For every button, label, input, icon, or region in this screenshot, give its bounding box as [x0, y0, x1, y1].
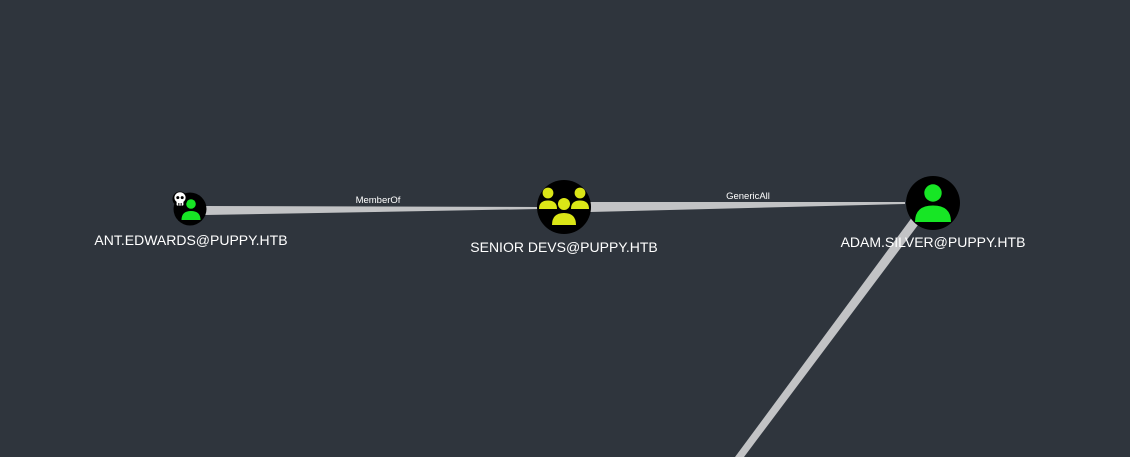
edge-genericall-label: GenericAll — [726, 191, 770, 202]
edge-memberof-label: MemberOf — [356, 195, 401, 206]
node-ant-edwards-label: ANT.EDWARDS@PUPPY.HTB — [94, 232, 287, 248]
edge-memberof-line[interactable] — [205, 206, 540, 215]
edge-genericall-line[interactable] — [590, 202, 905, 212]
skull-icon — [172, 191, 188, 207]
edge-memberof[interactable]: MemberOf — [205, 195, 540, 215]
node-ant-edwards[interactable]: ANT.EDWARDS@PUPPY.HTB — [94, 191, 288, 249]
node-senior-devs-label: SENIOR DEVS@PUPPY.HTB — [470, 239, 657, 255]
node-adam-silver-label: ADAM.SILVER@PUPPY.HTB — [841, 234, 1026, 250]
user-icon — [915, 184, 951, 222]
edge-genericall[interactable]: GenericAll — [590, 191, 905, 212]
node-senior-devs[interactable]: SENIOR DEVS@PUPPY.HTB — [470, 180, 658, 255]
edge-adam-offscreen[interactable] — [735, 216, 921, 457]
group-icon — [539, 187, 589, 226]
node-adam-silver[interactable]: ADAM.SILVER@PUPPY.HTB — [841, 176, 1026, 250]
user-icon — [181, 199, 201, 220]
edge-adam-offscreen-line[interactable] — [735, 216, 921, 457]
